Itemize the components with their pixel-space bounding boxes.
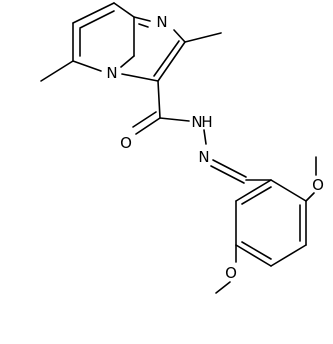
atom-label-n-bridge: N xyxy=(106,64,117,82)
atom-label-o-carbonyl: O xyxy=(120,134,132,152)
pyridine-ring xyxy=(40,2,135,82)
atom-label-o-methoxy-lower: O xyxy=(225,264,237,282)
imidazole-ring xyxy=(121,16,222,82)
carbonyl-bond-second xyxy=(132,111,157,128)
bond xyxy=(157,41,186,82)
methyl-bond xyxy=(40,60,74,82)
bond xyxy=(120,55,135,68)
bond xyxy=(270,179,307,202)
atom-label-n-amide: N xyxy=(191,113,202,131)
bond-double-second xyxy=(210,165,245,184)
methoxy-bond xyxy=(305,192,315,202)
methoxy-bond xyxy=(215,281,231,294)
bond-double-inner xyxy=(79,10,115,29)
bond xyxy=(212,159,247,178)
bond xyxy=(173,29,186,43)
hydrazide-chain xyxy=(132,80,272,184)
carbonyl-bond xyxy=(135,117,161,135)
bond xyxy=(72,60,102,72)
bond xyxy=(121,73,159,82)
bond xyxy=(159,117,190,122)
atom-label-n-hydrazone: N xyxy=(198,148,209,166)
atom-label-o-methoxy-upper: O xyxy=(312,176,324,194)
methoxy-groups xyxy=(215,156,317,294)
methyl-bond xyxy=(184,32,222,43)
bond-double-inner xyxy=(153,40,180,77)
bond xyxy=(270,244,307,267)
bond xyxy=(72,2,115,24)
benzene-ring xyxy=(235,179,307,267)
bond-double-inner xyxy=(241,241,272,260)
bond-double-inner xyxy=(138,23,149,28)
bond-double-inner xyxy=(241,186,272,205)
atom-label-h-amide: H xyxy=(201,113,212,131)
bond xyxy=(235,244,272,267)
bond xyxy=(203,129,207,145)
bond xyxy=(133,16,151,22)
bond xyxy=(113,2,135,18)
bond xyxy=(235,179,272,202)
atom-label-n-imine: N xyxy=(156,13,167,31)
bond xyxy=(157,80,161,119)
